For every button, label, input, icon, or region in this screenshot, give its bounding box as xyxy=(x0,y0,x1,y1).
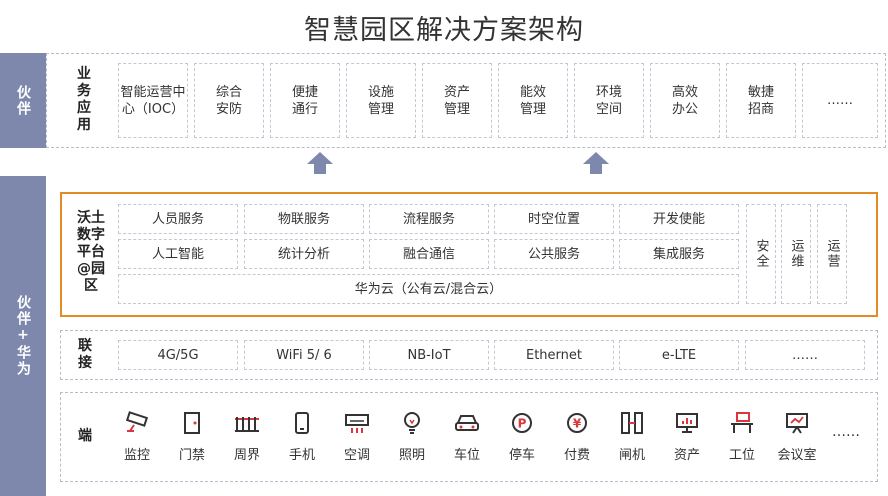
business-item-office: 高效办公 xyxy=(650,63,720,138)
business-item-environment: 环境空间 xyxy=(574,63,644,138)
up-arrow-left xyxy=(307,152,333,174)
monitor-icon xyxy=(662,410,712,436)
up-arrow-right xyxy=(583,152,609,174)
business-layer-title: 业务应用 xyxy=(77,66,91,133)
door-icon xyxy=(167,410,217,436)
device-more: …… xyxy=(832,424,860,440)
connect-layer-title: 联接 xyxy=(78,338,92,371)
connect-item: 4G/5G xyxy=(118,340,238,370)
business-item-asset: 资产管理 xyxy=(422,63,492,138)
platform-layer-frame xyxy=(60,192,878,317)
parking-icon: P xyxy=(497,410,547,436)
device-label: 付费 xyxy=(563,448,590,463)
device-label: 车位 xyxy=(453,448,480,463)
business-layer-frame xyxy=(46,53,886,148)
device-label: 闸机 xyxy=(618,448,645,463)
connect-item: Ethernet xyxy=(494,340,614,370)
business-item-ioc: 智能运营中心（IOC） xyxy=(118,63,188,138)
device-asset: 资产 xyxy=(662,410,712,463)
svg-text:¥: ¥ xyxy=(573,417,582,431)
air-conditioner-icon xyxy=(332,410,382,436)
camera-icon xyxy=(112,410,162,436)
platform-service: 时空位置 xyxy=(494,204,614,234)
device-label: 周界 xyxy=(233,448,260,463)
device-label: 空调 xyxy=(343,448,370,463)
device-label: 会议室 xyxy=(777,448,817,463)
device-label: 停车 xyxy=(508,448,535,463)
platform-side-security: 安全 xyxy=(746,204,776,304)
band-label-partner-huawei: 伙伴+华为 xyxy=(0,176,46,496)
device-layer-title: 端 xyxy=(78,428,92,444)
device-meeting-room: 会议室 xyxy=(772,410,822,463)
business-item-energy: 能效管理 xyxy=(498,63,568,138)
device-phone: 手机 xyxy=(277,410,327,463)
device-parking: P 停车 xyxy=(497,410,547,463)
device-parking-space: 车位 xyxy=(442,410,492,463)
device-label: 手机 xyxy=(288,448,315,463)
device-workstation: 工位 xyxy=(717,410,767,463)
platform-service: 人工智能 xyxy=(118,239,238,269)
platform-service: 融合通信 xyxy=(369,239,489,269)
business-item-more: …… xyxy=(802,63,878,138)
device-label: 照明 xyxy=(398,448,425,463)
device-layer-frame xyxy=(60,392,878,482)
platform-service: 人员服务 xyxy=(118,204,238,234)
diagram-title: 智慧园区解决方案架构 xyxy=(304,15,584,46)
presentation-icon xyxy=(772,410,822,436)
bulb-icon xyxy=(387,410,437,436)
connect-item-more: …… xyxy=(745,340,865,370)
device-lighting: 照明 xyxy=(387,410,437,463)
platform-layer-title: 沃土数字平台@园区 xyxy=(77,210,105,294)
connect-item: NB-IoT xyxy=(369,340,489,370)
business-item-access: 便捷通行 xyxy=(270,63,340,138)
car-icon xyxy=(442,410,492,436)
connect-layer-frame xyxy=(60,330,878,380)
platform-side-operations: 运维 xyxy=(781,204,811,304)
business-item-facility: 设施管理 xyxy=(346,63,416,138)
device-label: 工位 xyxy=(728,448,755,463)
platform-service: 物联服务 xyxy=(244,204,364,234)
business-item-security: 综合安防 xyxy=(194,63,264,138)
device-label: 门禁 xyxy=(178,448,205,463)
phone-icon xyxy=(277,410,327,436)
platform-service: 公共服务 xyxy=(494,239,614,269)
svg-text:P: P xyxy=(518,417,527,431)
device-door: 门禁 xyxy=(167,410,217,463)
platform-side-management: 运营 xyxy=(817,204,847,304)
device-monitor: 监控 xyxy=(112,410,162,463)
connect-item: WiFi 5/ 6 xyxy=(244,340,364,370)
device-label: 资产 xyxy=(673,448,700,463)
device-air-conditioner: 空调 xyxy=(332,410,382,463)
fence-icon xyxy=(222,410,272,436)
platform-service: 开发使能 xyxy=(619,204,739,234)
platform-service: 统计分析 xyxy=(244,239,364,269)
yen-coin-icon: ¥ xyxy=(552,410,602,436)
workstation-icon xyxy=(717,410,767,436)
platform-service: 集成服务 xyxy=(619,239,739,269)
connect-item: e-LTE xyxy=(619,340,739,370)
platform-service: 流程服务 xyxy=(369,204,489,234)
device-label: 监控 xyxy=(123,448,150,463)
huawei-cloud-bar: 华为云（公有云/混合云） xyxy=(118,274,739,304)
device-fence: 周界 xyxy=(222,410,272,463)
gate-icon xyxy=(607,410,657,436)
device-gate: 闸机 xyxy=(607,410,657,463)
business-item-investment: 敏捷招商 xyxy=(726,63,796,138)
device-payment: ¥ 付费 xyxy=(552,410,602,463)
band-label-partner: 伙伴 xyxy=(0,53,46,148)
